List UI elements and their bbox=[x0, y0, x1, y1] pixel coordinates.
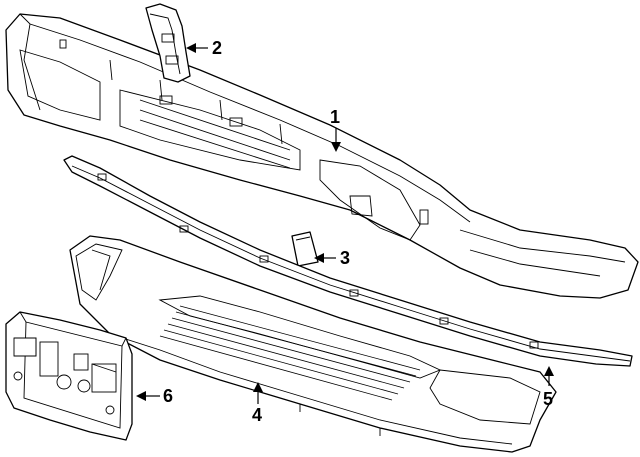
leader-3 bbox=[314, 253, 336, 263]
callout-1: 1 bbox=[330, 107, 341, 127]
leader-5 bbox=[544, 366, 554, 386]
callout-6: 6 bbox=[163, 386, 174, 406]
part-3-clip bbox=[291, 231, 319, 267]
part-4-lower-valance bbox=[69, 235, 557, 453]
callout-2: 2 bbox=[212, 38, 223, 58]
part-6-license-bracket bbox=[5, 311, 133, 441]
leader-4 bbox=[253, 382, 263, 404]
part-5-air-deflector bbox=[63, 155, 633, 367]
leader-1 bbox=[331, 128, 341, 152]
leader-6 bbox=[136, 391, 160, 401]
part-2-bracket bbox=[145, 3, 191, 83]
callout-3: 3 bbox=[340, 248, 351, 268]
part-1-bumper-reinforcement bbox=[5, 13, 639, 299]
leader-2 bbox=[186, 43, 208, 53]
callout-4: 4 bbox=[252, 405, 263, 425]
callout-5: 5 bbox=[543, 389, 554, 409]
